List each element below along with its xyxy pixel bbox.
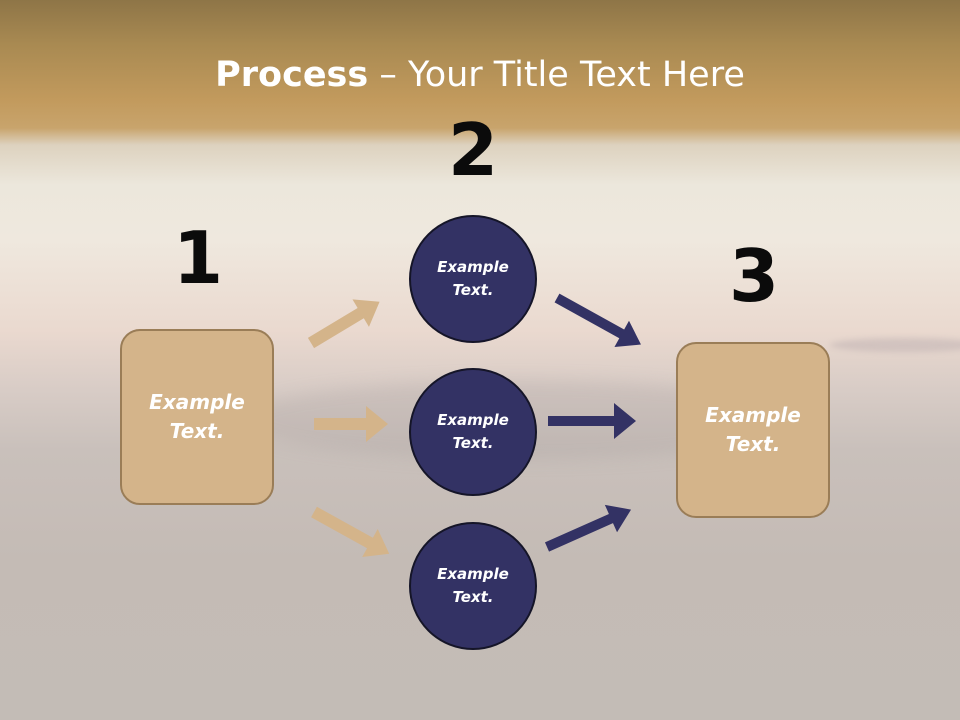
- circle-middle-text: Example Text.: [437, 411, 509, 452]
- arrow-bottom-to-right: [544, 504, 632, 552]
- step-number-2: 2: [447, 108, 499, 192]
- left-process-box: Example Text.: [120, 329, 274, 505]
- title-rest-part: – Your Title Text Here: [368, 55, 745, 95]
- process-circle-top: Example Text.: [409, 215, 537, 343]
- left-box-text: Example Text.: [149, 390, 245, 443]
- right-box-text: Example Text.: [705, 403, 801, 456]
- arrow-top-to-right: [554, 293, 641, 347]
- process-circle-middle: Example Text.: [409, 368, 537, 496]
- arrow-left-to-bottom: [311, 506, 390, 558]
- arrow-left-to-middle: [314, 406, 388, 442]
- step-number-3: 3: [728, 234, 780, 318]
- arrow-middle-to-right: [548, 403, 636, 439]
- step-number-1: 1: [172, 216, 224, 300]
- circle-bottom-text: Example Text.: [437, 565, 509, 606]
- arrow-left-to-top: [307, 299, 380, 349]
- right-process-box: Example Text.: [676, 342, 830, 518]
- background-cloud: [830, 338, 960, 352]
- title-bold-part: Process: [215, 55, 369, 95]
- process-circle-bottom: Example Text.: [409, 522, 537, 650]
- slide-title: Process – Your Title Text Here: [0, 52, 960, 98]
- circle-top-text: Example Text.: [437, 258, 509, 299]
